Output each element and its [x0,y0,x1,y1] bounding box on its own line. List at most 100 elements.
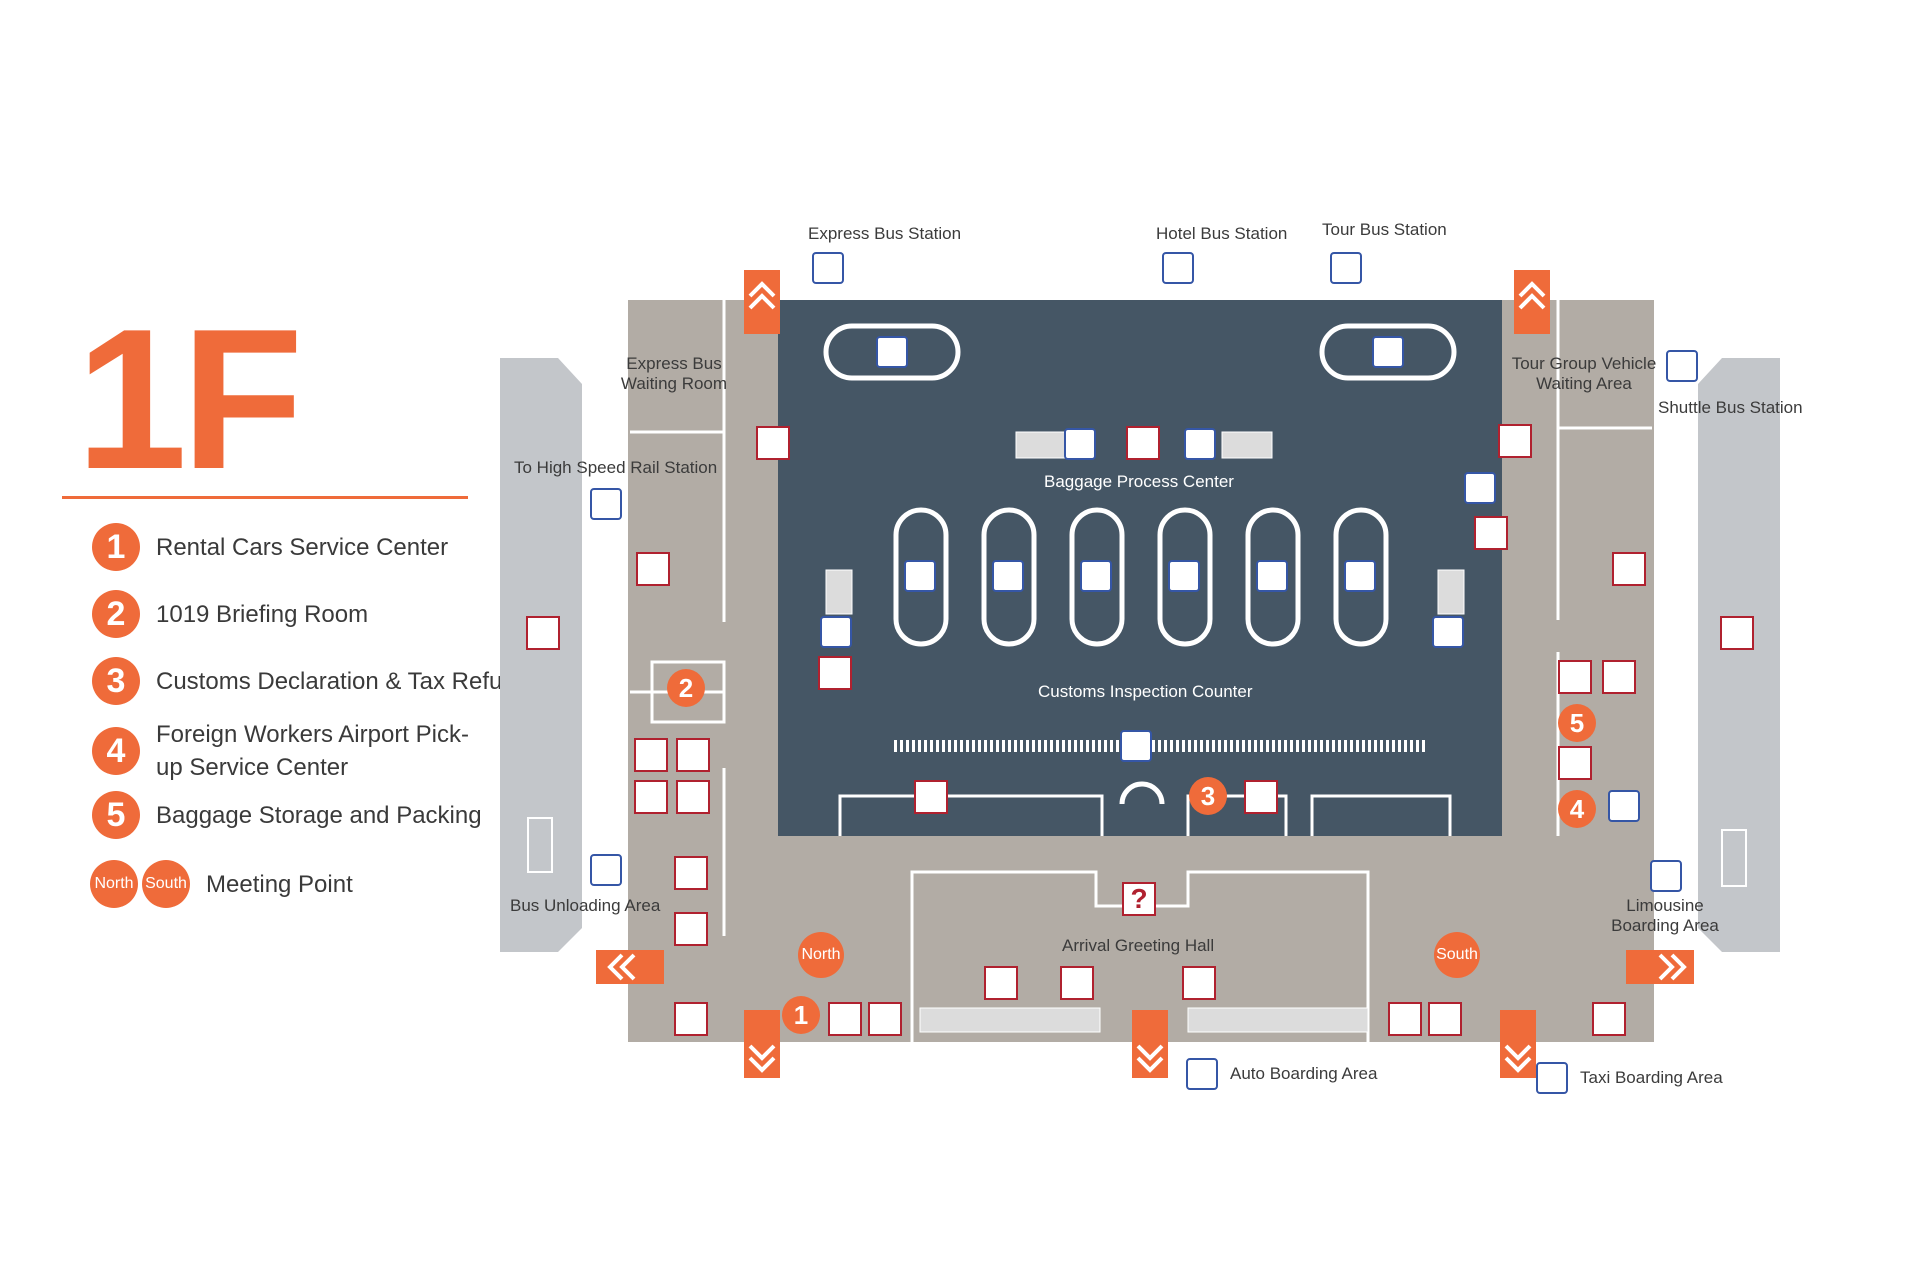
elevator-icon [1720,616,1754,650]
label-auto-boarding-area: Auto Boarding Area [1230,1064,1378,1083]
lane-markings [527,817,1747,887]
legend-item-1: 1 Rental Cars Service Center [92,523,448,571]
legend-number: 5 [92,791,140,839]
legend-label: Rental Cars Service Center [156,533,449,561]
first-aid-icon [1602,660,1636,694]
escalator-icon [1184,428,1216,460]
right-lane [1698,358,1780,952]
marker-4: 4 [1558,790,1596,828]
cafe-icon [676,738,710,772]
baggage-claim-icon [1080,560,1112,592]
tax-refund-icon [914,780,948,814]
elevator-icon [526,616,560,650]
elevator-icon [756,426,790,460]
elevator-icon [636,552,670,586]
customs-icon [1120,730,1152,762]
label-to-high-speed-rail-station: To High Speed Rail Station [514,458,718,477]
label-baggage-process-center: Baggage Process Center [1044,472,1234,491]
marker-5: 5 [1558,704,1596,742]
label-shuttle-bus-station: Shuttle Bus Station [1658,398,1803,417]
legend-item-2: 2 1019 Briefing Room [92,590,368,638]
baggage-claim-icon [1256,560,1288,592]
baggage-claim-icon [1168,560,1200,592]
mail-icon [676,780,710,814]
marker-1: 1 [782,996,820,1034]
hotel-bus-icon [1162,252,1194,284]
escalator-icon [1432,616,1464,648]
baggage-carousels [893,507,1389,647]
writing-desk-icon [634,780,668,814]
currency-exchange-icon [1558,660,1592,694]
elevator-icon [1612,552,1646,586]
limousine-icon [1650,860,1682,892]
meeting-south-badge: South [142,860,190,908]
baggage-claim-icon [1372,336,1404,368]
legend-item-3: 3 Customs Declaration & Tax Refund [92,657,529,705]
label-bus-unloading-area: Bus Unloading Area [510,896,661,915]
baggage-claim-icon [1344,560,1376,592]
rental-counter-icon [1388,1002,1422,1036]
shuttle-bus-icon [1666,350,1698,382]
elevator-icon [1126,426,1160,460]
tour-bus-icon [1330,252,1362,284]
marker-3: 3 [1189,777,1227,815]
elevator-icon [1060,966,1094,1000]
gift-icon [674,912,708,946]
car-rental-icon [828,1002,862,1036]
meeting-point-north: North [798,932,844,978]
elevator-icon [1498,424,1532,458]
label-limousine-boarding-area: Limousine Boarding Area [1611,896,1719,935]
legend-label: Baggage Storage and Packing [156,801,482,829]
meeting-point-south: South [1434,932,1480,978]
label-arrival-greeting-hall: Arrival Greeting Hall [1062,936,1215,955]
aed-icon [984,966,1018,1000]
legend-number: 2 [92,590,140,638]
tax-refund-icon [1244,780,1278,814]
arrow-chevrons [607,281,1687,1073]
legend-item-4: 4 Foreign Workers Airport Pick-up Servic… [92,718,486,784]
service-icon [1464,472,1496,504]
stairs-icon [674,856,708,890]
bus-unloading-icon [590,854,622,886]
information-icon: ? [1122,882,1156,916]
escalator-icon [1064,428,1096,460]
label-express-bus-waiting-room: Express Bus Waiting Room [620,354,728,393]
legend-meeting-point: North South Meeting Point [90,860,353,908]
elevator-icon [674,1002,708,1036]
lost-found-icon [1474,516,1508,550]
legend-label: Customs Declaration & Tax Refund [156,667,530,695]
car-rental-icon [1428,1002,1462,1036]
left-lane [500,358,582,952]
service-icon [1608,790,1640,822]
nursery-icon [634,738,668,772]
baggage-claim-icon [904,560,936,592]
legend-number: 1 [92,523,140,571]
legend-label: Meeting Point [206,870,353,898]
taxi-icon [1536,1062,1568,1094]
legend-item-5: 5 Baggage Storage and Packing [92,791,482,839]
legend-label: Foreign Workers Airport Pick-up Service … [156,721,469,781]
label-customs-inspection-counter: Customs Inspection Counter [1038,682,1253,701]
meeting-north-badge: North [90,860,138,908]
escalators [825,431,1465,1033]
baggage-claim-icon [992,560,1024,592]
elevator-icon [1592,1002,1626,1036]
legend-number: 3 [92,657,140,705]
label-tour-bus-station: Tour Bus Station [1322,220,1447,239]
baggage-storage-icon [1558,746,1592,780]
title-divider [62,496,468,499]
elevator-icon [1182,966,1216,1000]
label-taxi-boarding-area: Taxi Boarding Area [1580,1068,1723,1087]
rental-counter-icon [868,1002,902,1036]
high-speed-rail-bus-icon [590,488,622,520]
label-tour-group-vehicle-waiting-area: Tour Group Vehicle Waiting Area [1511,354,1657,393]
marker-2: 2 [667,669,705,707]
escalator-icon [820,616,852,648]
aed-icon [818,656,852,690]
legend-number: 4 [92,727,140,775]
floor-title: 1F [76,288,303,511]
label-express-bus-station: Express Bus Station [808,224,962,243]
label-hotel-bus-station: Hotel Bus Station [1156,224,1288,243]
express-bus-icon [812,252,844,284]
